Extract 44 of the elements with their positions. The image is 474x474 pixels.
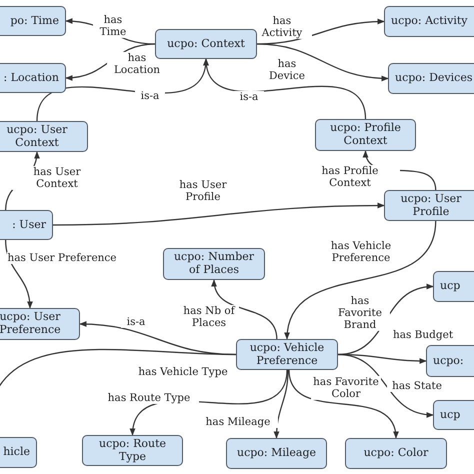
- class-label: ucp: [440, 408, 460, 422]
- class-box: [82, 435, 183, 466]
- class-label: hicle: [3, 446, 30, 459]
- arrow: [212, 279, 278, 340]
- class-box: [345, 438, 447, 469]
- class-label: ucpo: Devices: [395, 72, 472, 85]
- edge-label: is-a: [135, 90, 165, 102]
- arrow: [53, 202, 385, 226]
- class-box: [226, 438, 327, 469]
- class-label: ucp: [440, 280, 460, 293]
- class-box: [426, 345, 474, 377]
- class-label: ucpo: Color: [364, 447, 428, 460]
- arrow: [285, 220, 436, 340]
- class-label: ucpo: Route Type: [98, 438, 168, 464]
- arrow: [288, 370, 398, 439]
- class-label: ucpo: User Preference: [0, 311, 62, 337]
- class-box: [163, 248, 265, 280]
- class-label: : Location: [4, 72, 59, 84]
- class-box: [236, 339, 338, 370]
- class-box: [384, 6, 474, 37]
- class-label: ucpo: Number of Places: [172, 251, 256, 277]
- class-label: ucpo: Context: [167, 38, 245, 50]
- class-label: ucpo: User Context: [6, 124, 68, 150]
- class-box: [315, 119, 416, 151]
- class-label: po: Time: [10, 14, 59, 28]
- class-label: ucpo: Mileage: [236, 447, 316, 460]
- class-label: : User: [12, 218, 46, 232]
- class-box: [0, 308, 80, 340]
- class-label: ucpo:: [433, 354, 464, 368]
- class-box: [155, 29, 257, 59]
- class-label: ucpo: Activity: [391, 15, 468, 28]
- class-box: [0, 121, 88, 152]
- edge-label: has User Preference: [7, 252, 117, 264]
- class-box: [388, 63, 474, 94]
- arrow: [5, 240, 32, 309]
- class-label: ucpo: Profile Context: [329, 122, 402, 148]
- class-label: ucpo: Vehicle Preference: [248, 342, 326, 368]
- edge-label: has Favorite Color: [311, 376, 381, 400]
- arrow: [338, 354, 434, 418]
- edge-label: is-a: [234, 90, 264, 104]
- class-label: ucpo: User Profile: [400, 192, 462, 218]
- arrow: [274, 370, 289, 439]
- arrow: [256, 43, 389, 82]
- class-box: [384, 190, 474, 221]
